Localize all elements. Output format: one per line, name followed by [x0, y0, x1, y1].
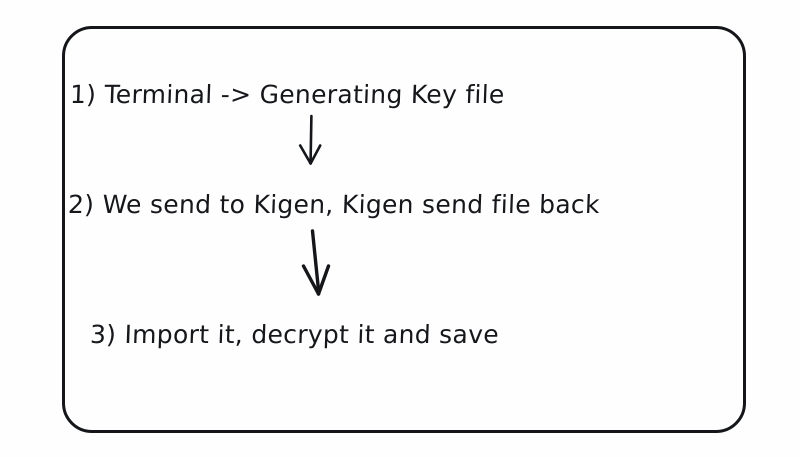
- flow-arrow-2: [292, 228, 346, 304]
- diagram-frame: [62, 26, 746, 433]
- flow-arrow-1: [288, 114, 334, 170]
- flow-step-1: 1) Terminal -> Generating Key file: [69, 80, 506, 109]
- flow-step-2: 2) We send to Kigen, Kigen send file bac…: [67, 190, 601, 219]
- flow-step-3: 3) Import it, decrypt it and save: [89, 320, 500, 349]
